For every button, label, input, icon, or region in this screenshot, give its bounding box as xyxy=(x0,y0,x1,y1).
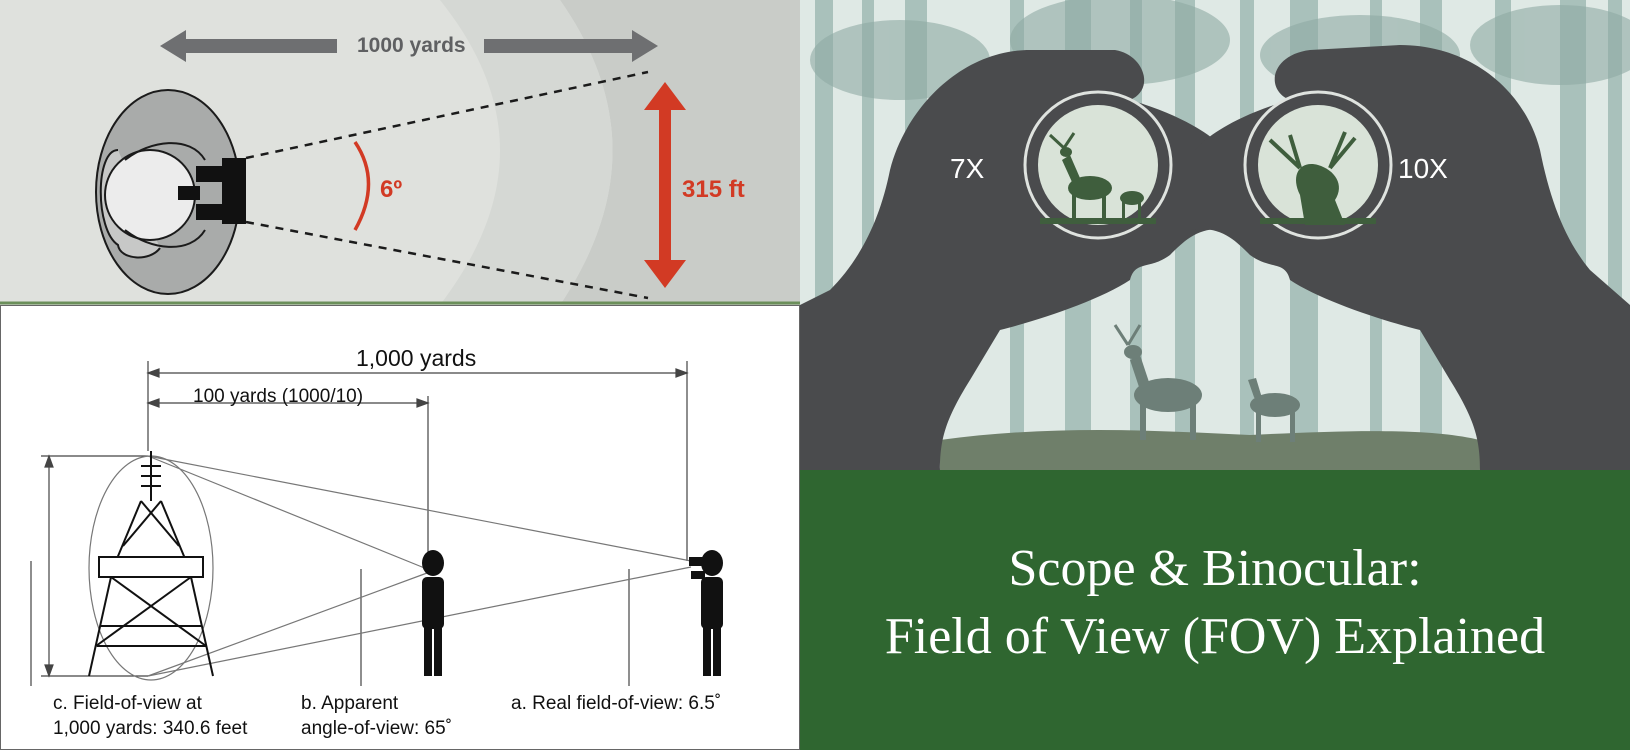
magnification-7x-label: 7X xyxy=(950,153,985,184)
caption-c-line1: c. Field-of-view at xyxy=(53,693,202,714)
radio-tower-icon xyxy=(88,451,214,677)
binocular-lenses xyxy=(1023,90,1393,240)
caption-c: c. Field-of-view at 1,000 yards: 340.6 f… xyxy=(53,691,247,741)
side-fov-drawing xyxy=(1,306,799,749)
caption-b: b. Apparent angle-of-view: 65˚ xyxy=(301,691,452,741)
width-label: 315 ft xyxy=(682,176,745,203)
deer-silhouettes-icon xyxy=(1113,324,1300,442)
angle-label: 6º xyxy=(380,176,403,203)
title-line2: Field of View (FOV) Explained xyxy=(884,608,1546,665)
caption-b-line1: b. Apparent xyxy=(301,693,399,714)
caption-c-line2: 1,000 yards: 340.6 feet xyxy=(53,718,248,739)
person-top-view-icon xyxy=(95,89,241,295)
distance-arrow xyxy=(160,30,658,62)
binocular-illustration-panel: 7X 10X Scope & Binocular: Field of View … xyxy=(800,0,1630,750)
magnification-10x-label: 10X xyxy=(1398,153,1448,184)
caption-a: a. Real field-of-view: 6.5˚ xyxy=(511,693,722,714)
forest-binocular-drawing xyxy=(800,0,1630,750)
binoculars-top-icon xyxy=(178,158,246,224)
observer-icon xyxy=(422,550,444,676)
angle-arc xyxy=(353,141,371,231)
title-background xyxy=(800,470,1630,750)
side-fov-diagram: 1,000 yards 100 yards (1000/10) c. Field… xyxy=(0,305,800,750)
distance-1000-label: 1,000 yards xyxy=(356,345,477,371)
caption-b-line2: angle-of-view: 65˚ xyxy=(301,718,453,739)
width-arrow xyxy=(644,82,686,288)
dimension-lines xyxy=(30,361,689,686)
distance-label: 1000 yards xyxy=(357,34,466,57)
title-line1: Scope & Binocular: xyxy=(1008,540,1422,597)
binocular-observer-icon xyxy=(689,550,723,676)
fov-cone-lines xyxy=(147,455,692,677)
distance-100-label: 100 yards (1000/10) xyxy=(193,386,364,407)
lens-deer-icon xyxy=(1040,131,1376,225)
top-fov-drawing xyxy=(0,0,800,305)
top-fov-diagram: 1000 yards 6º 315 ft xyxy=(0,0,800,305)
